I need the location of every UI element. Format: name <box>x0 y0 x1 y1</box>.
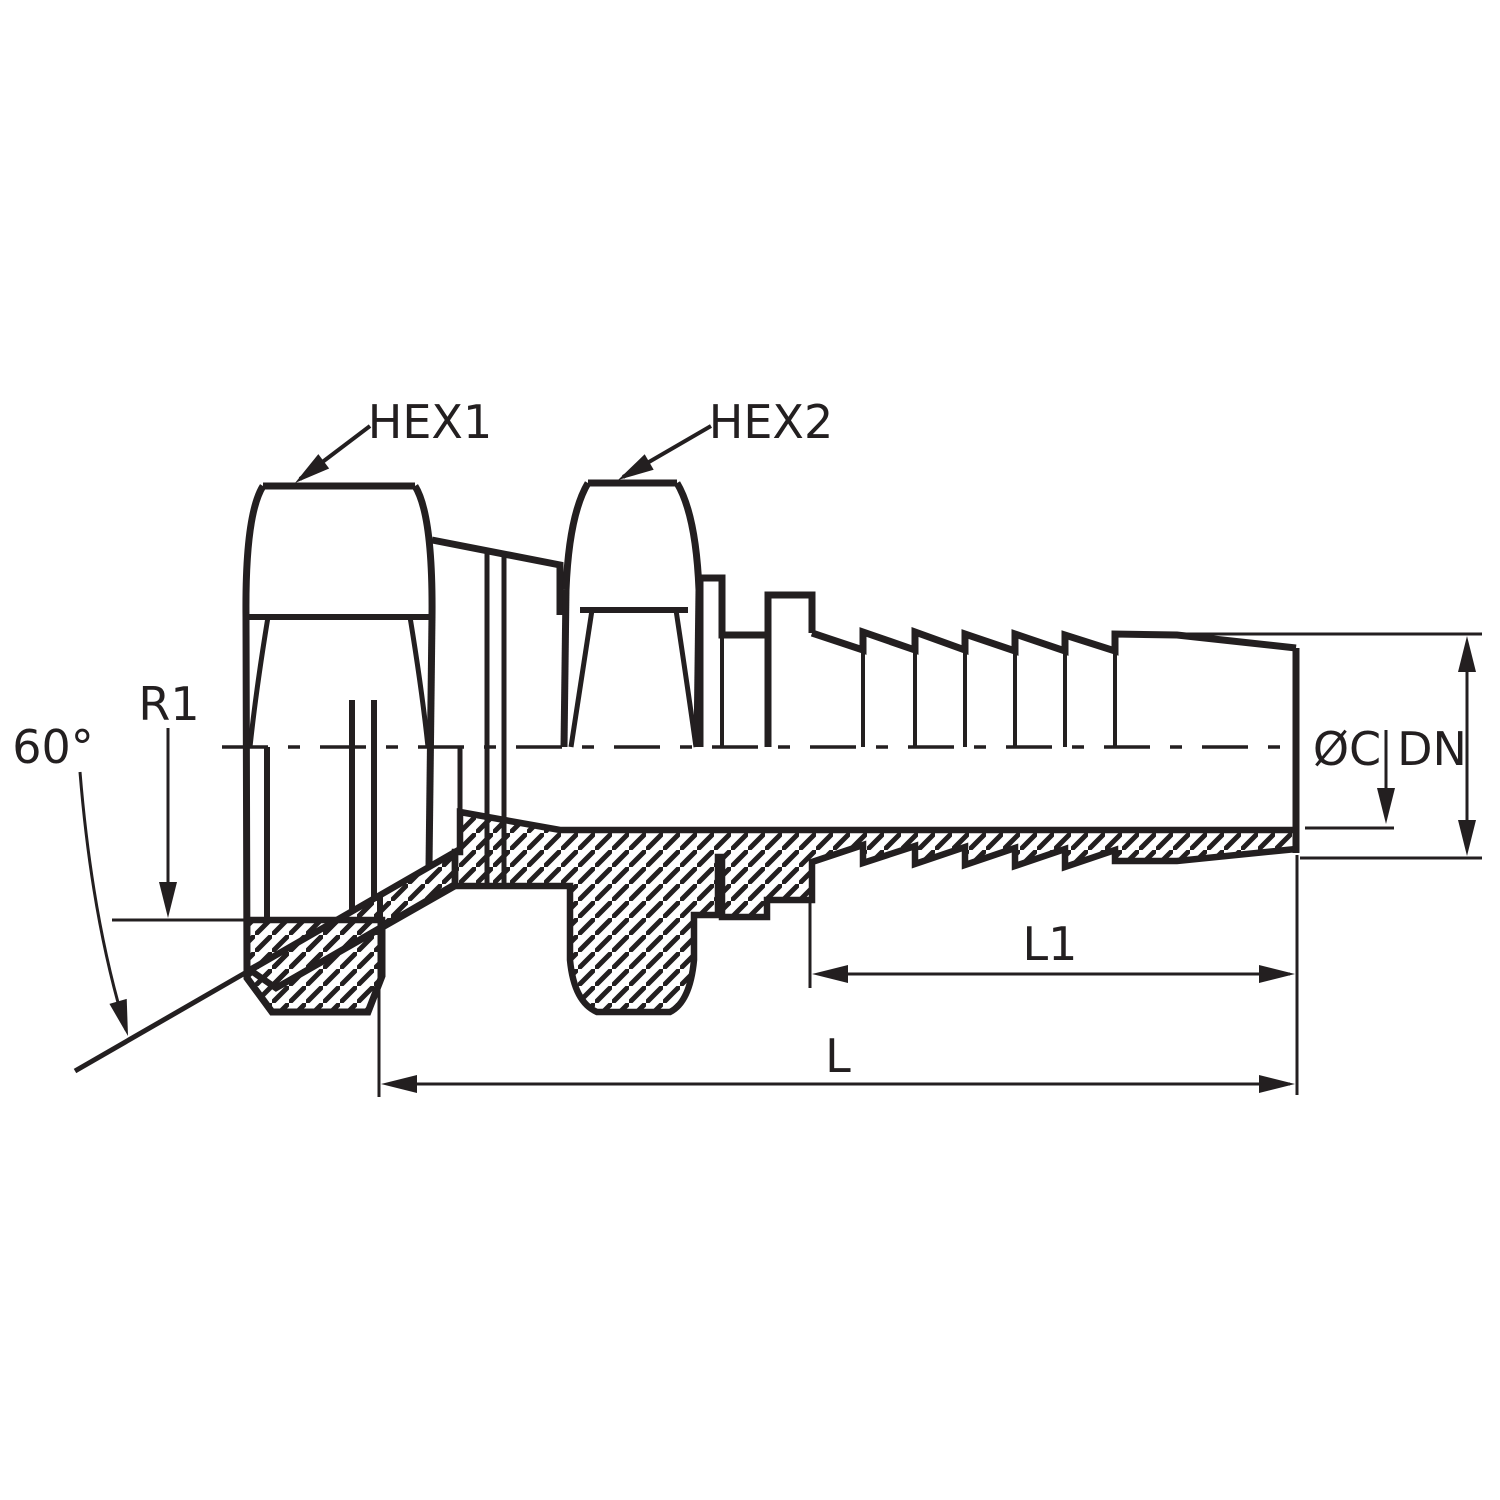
r1-label: R1 <box>138 677 199 731</box>
bore-diameter-dimension: ØC <box>1305 722 1395 830</box>
overall-length-label: L <box>825 1029 851 1083</box>
overall-length-arrowhead-left <box>381 1075 417 1093</box>
overall-length-arrowhead-right <box>1259 1075 1295 1093</box>
r1-dimension: R1 <box>138 677 200 918</box>
nominal-diameter-arrowhead-bottom <box>1458 820 1476 856</box>
angle-arrowhead <box>109 998 128 1036</box>
hex2-leader: HEX2 <box>618 395 833 480</box>
angle-label: 60° <box>12 720 94 774</box>
body-section-hatch <box>451 808 1300 1016</box>
shank-length-label: L1 <box>1023 917 1078 971</box>
hex2-leader-arrowhead <box>618 454 654 480</box>
shank-length-arrowhead-left <box>812 965 848 983</box>
cone-seat-line <box>73 849 457 1074</box>
neck-transition <box>431 536 564 886</box>
bore-diameter-label: ØC <box>1313 722 1381 776</box>
hex1-nut <box>242 482 436 1016</box>
nominal-diameter-dimension: DN <box>1180 632 1482 860</box>
hex1-leader-arrowhead <box>295 454 330 483</box>
shank-length-arrowhead-right <box>1259 965 1295 983</box>
nominal-diameter-arrowhead-top <box>1458 636 1476 672</box>
hex1-leader: HEX1 <box>295 395 492 483</box>
overall-length-dimension: L <box>377 905 1295 1097</box>
hex1-label: HEX1 <box>368 395 492 449</box>
section-detail-lines <box>73 700 463 1074</box>
angle-dimension: 60° <box>12 720 128 1036</box>
bore-diameter-arrowhead <box>1377 788 1395 824</box>
shank-length-dimension: L1 <box>808 855 1299 1095</box>
r1-arrowhead <box>159 882 177 918</box>
nominal-diameter-label: DN <box>1397 722 1467 776</box>
hose-tail-barbs <box>696 574 1300 853</box>
hex2-label: HEX2 <box>709 395 833 449</box>
